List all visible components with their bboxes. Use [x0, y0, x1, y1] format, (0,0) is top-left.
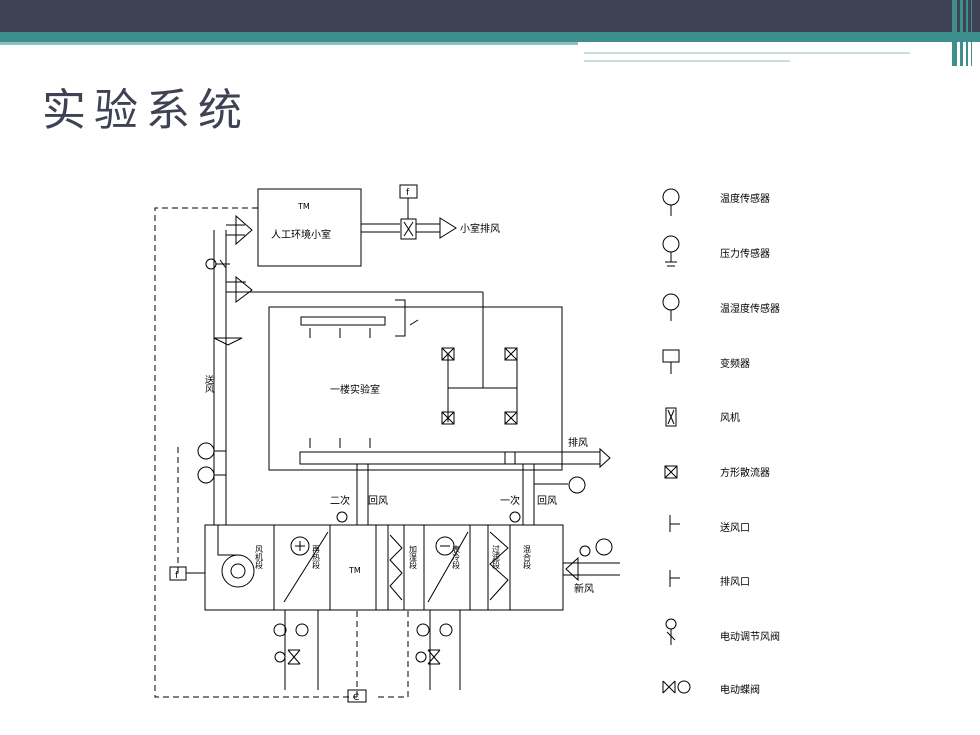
pressure-sensor-icon: [197, 442, 215, 460]
legend-label: 风机: [720, 411, 740, 424]
sensor-tm-label: TM: [297, 202, 310, 211]
legend-label: 变频器: [720, 357, 750, 370]
square-diffuser-icon: [441, 347, 455, 361]
legend-label: 压力传感器: [720, 247, 770, 260]
secondary-return-label: 二次: [330, 494, 350, 507]
section-mixing: 混合段: [523, 545, 532, 570]
lab-room: [268, 306, 563, 471]
temp-humidity-sensor-icon: [662, 293, 680, 311]
environment-chamber: [257, 188, 362, 267]
legend-label: 电动蝶阀: [720, 683, 760, 696]
slide-title: 实验系统: [42, 85, 250, 136]
exhaust-label: 排风: [568, 436, 588, 449]
legend-label: 送风口: [720, 521, 750, 534]
chamber-exhaust-label: 小室排风: [460, 222, 500, 235]
legend-label: 排风口: [720, 575, 750, 588]
fresh-air-label: 新风: [574, 582, 594, 595]
teal-band: [0, 32, 980, 42]
freq-label: f: [406, 188, 410, 198]
section-filter: 过滤段: [492, 544, 501, 570]
freq-label: f: [175, 571, 179, 581]
exhaust-outlet-icon: [669, 570, 680, 587]
return-air-label: 回风: [368, 495, 388, 507]
top-banner: [0, 0, 980, 32]
section-reheat: 再热段: [312, 545, 321, 570]
chamber-label: 人工环境小室: [271, 228, 331, 241]
header-stripes: [950, 0, 980, 66]
control-loop: [154, 207, 357, 698]
primary-return-label: 一次: [500, 494, 520, 507]
header-accent-line: [584, 52, 910, 54]
motorized-butterfly-valve-icon: [662, 680, 676, 694]
teal-band-light: [0, 42, 578, 45]
lab-label: 一楼实验室: [330, 383, 380, 396]
legend-label: 温度传感器: [720, 192, 770, 205]
supply-duct-label: 送风: [203, 374, 214, 394]
air-handling-unit: [204, 524, 564, 611]
section-humidify: 加湿段: [409, 544, 418, 570]
legend-label: 方形散流器: [720, 466, 770, 479]
section-surface-cooler: 表冷段: [452, 544, 461, 570]
sensor-tm-label: TM: [348, 566, 361, 575]
header-accent-line: [584, 60, 790, 62]
fan-wheel: [221, 554, 255, 588]
legend-label: 电动调节风阀: [720, 630, 780, 643]
legend-label: 温湿度传感器: [720, 302, 780, 315]
header-accent: [578, 42, 980, 66]
return-air-label: 回风: [537, 495, 557, 507]
supply-outlet-icon: [669, 515, 680, 532]
controller-label: C: [353, 693, 359, 703]
temperature-sensor-icon: [662, 188, 680, 206]
section-fan: 风机段: [255, 545, 264, 570]
controller-box: [347, 689, 367, 703]
